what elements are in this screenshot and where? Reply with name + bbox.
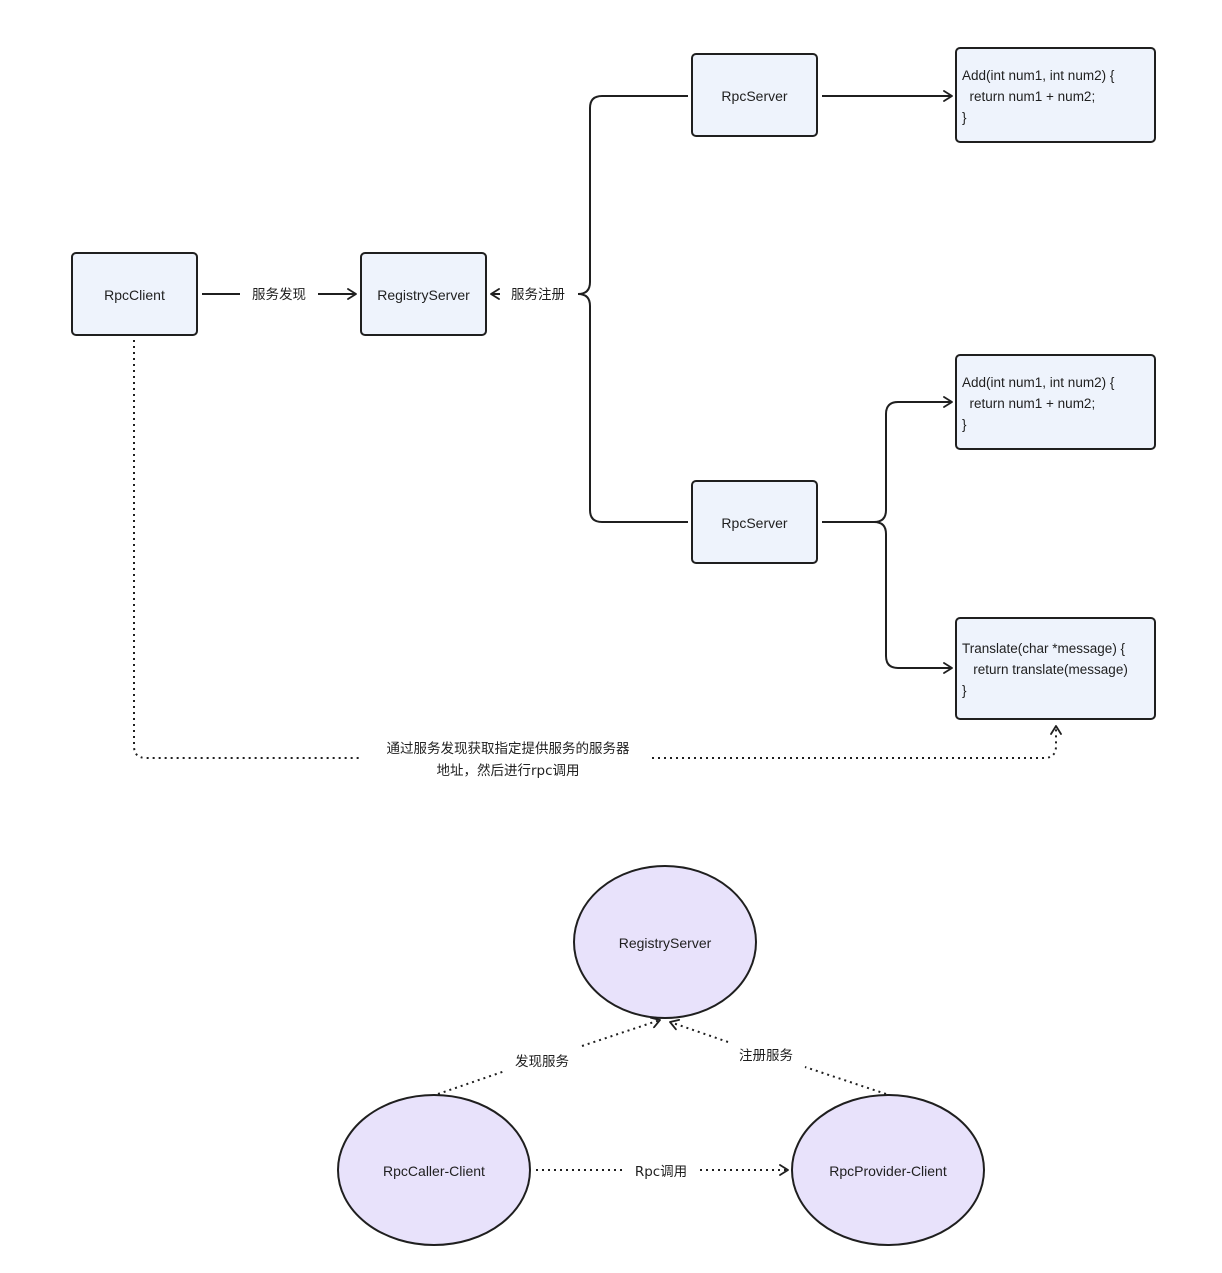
edge-client-rpc-call bbox=[133, 340, 1062, 759]
node-rpc-server-2[interactable]: RpcServer bbox=[691, 480, 818, 564]
edge-label-rpc-call-line2: 地址，然后进行rpc调用 bbox=[436, 762, 579, 779]
node-rpc-client[interactable]: RpcClient bbox=[71, 252, 198, 336]
edge-provider-to-registry bbox=[669, 1018, 887, 1095]
code-translate-line-1: Translate(char *message) { bbox=[962, 641, 1126, 656]
node-registry-server-label: RegistryServer bbox=[377, 287, 470, 303]
node-rpc-server-2-label: RpcServer bbox=[721, 515, 787, 531]
code-add-2-line-2: return num1 + num2; bbox=[962, 396, 1095, 411]
code-add-1-line-3: } bbox=[962, 110, 967, 125]
code-translate-line-3: } bbox=[962, 683, 967, 698]
node-rpc-server-1-label: RpcServer bbox=[721, 88, 787, 104]
node-rpc-client-label: RpcClient bbox=[104, 287, 165, 303]
edge-servers-to-registry bbox=[490, 95, 688, 523]
edge-label-discover-service: 发现服务 bbox=[515, 1054, 569, 1070]
node-code-add-2[interactable]: Add(int num1, int num2) { return num1 + … bbox=[955, 354, 1156, 450]
code-add-1-line-2: return num1 + num2; bbox=[962, 89, 1095, 104]
node-code-add-1[interactable]: Add(int num1, int num2) { return num1 + … bbox=[955, 47, 1156, 143]
node-registry-server[interactable]: RegistryServer bbox=[360, 252, 487, 336]
edge-label-rpc-call-line1: 通过服务发现获取指定提供服务的服务器 bbox=[387, 741, 630, 757]
node-code-translate[interactable]: Translate(char *message) { return transl… bbox=[955, 617, 1156, 720]
code-add-2-line-1: Add(int num1, int num2) { bbox=[962, 375, 1115, 390]
node-rpc-caller-client-label: RpcCaller-Client bbox=[383, 1163, 485, 1179]
edge-caller-to-registry bbox=[437, 1016, 661, 1095]
edge-server2-to-functions bbox=[822, 396, 953, 674]
node-rpc-provider-client[interactable]: RpcProvider-Client bbox=[791, 1094, 985, 1246]
node-rpc-caller-client[interactable]: RpcCaller-Client bbox=[337, 1094, 531, 1246]
node-rpc-provider-client-label: RpcProvider-Client bbox=[829, 1163, 947, 1179]
edge-label-register-service: 注册服务 bbox=[739, 1048, 793, 1064]
edge-label-service-registration: 服务注册 bbox=[511, 287, 565, 303]
code-add-2-line-3: } bbox=[962, 417, 967, 432]
code-translate-line-2: return translate(message) bbox=[962, 662, 1128, 677]
edge-label-rpc-call: Rpc调用 bbox=[635, 1164, 687, 1180]
node-registry-server-ellipse-label: RegistryServer bbox=[619, 935, 712, 951]
node-registry-server-ellipse[interactable]: RegistryServer bbox=[573, 865, 757, 1019]
edge-label-service-discovery: 服务发现 bbox=[252, 287, 306, 303]
node-rpc-server-1[interactable]: RpcServer bbox=[691, 53, 818, 137]
code-add-1-line-1: Add(int num1, int num2) { bbox=[962, 68, 1115, 83]
